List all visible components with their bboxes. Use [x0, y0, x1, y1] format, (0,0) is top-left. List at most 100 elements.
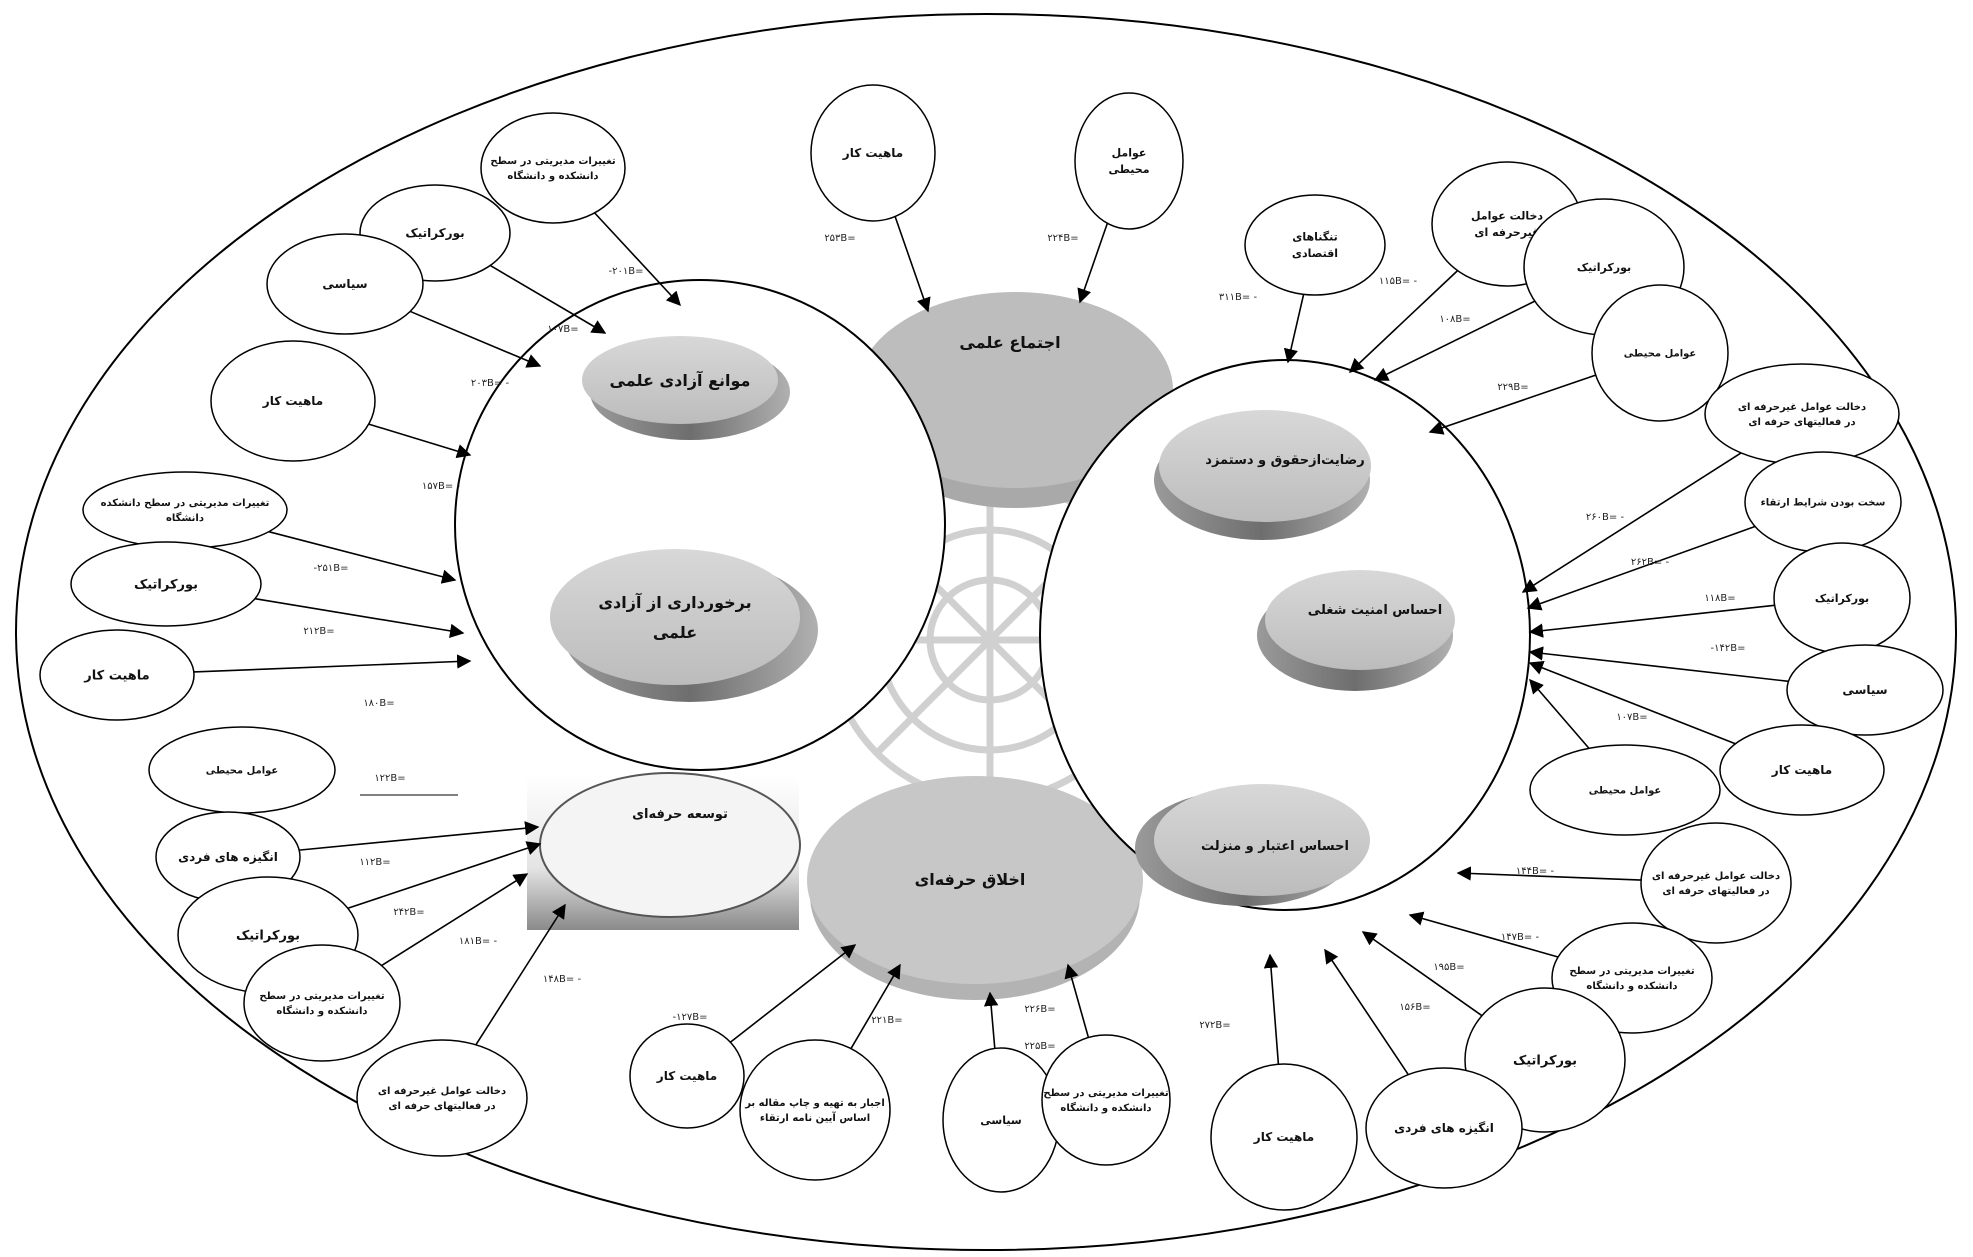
influence-arrow	[983, 991, 999, 1049]
factor-label: عوامل محیطی	[1589, 786, 1661, 797]
factor-oval	[82, 471, 288, 549]
factor-label: سیاسی	[980, 1114, 1021, 1127]
factor-label: بورکراتیک	[1577, 261, 1631, 274]
coefficient-label: ۲۶۰B= -	[1586, 512, 1625, 523]
disk-salary: رضایت‌ازحقوق و دستمزد	[1154, 410, 1371, 540]
influence-arrow	[254, 597, 465, 638]
coefficient-label: ۱۲۲B=	[374, 773, 405, 784]
factor-oval	[210, 340, 376, 462]
influence-arrow	[729, 944, 857, 1043]
hub-label-salary: رضایت‌ازحقوق و دستمزد	[1205, 453, 1364, 468]
influence-arrow	[193, 654, 472, 673]
coefficient-label: ۱۴۸B= -	[543, 974, 582, 985]
factor-label: بورکراتیک	[1815, 592, 1869, 605]
factor-oval	[243, 944, 401, 1062]
hub-label-prestige: احساس اعتبار و منزلت	[1201, 839, 1349, 854]
factor-oval	[1719, 724, 1885, 816]
hub-label-consensus: اجتماع علمی	[959, 333, 1060, 352]
hub-label-development: توسعه حرفه‌ای	[632, 807, 728, 822]
factor-label: بورکراتیک	[236, 929, 300, 944]
coefficient-label: ۱۵۶B=	[1399, 1002, 1430, 1013]
factor-oval	[1640, 822, 1792, 944]
coefficient-label: ۲۱۲B=	[303, 626, 334, 637]
disk-barriers: موانع آزادی علمی	[582, 336, 790, 440]
factor-oval	[629, 1023, 745, 1129]
coefficient-label: ۲۲۶B=	[1024, 1004, 1055, 1015]
coefficient-label: ۱۰۷B=	[1616, 712, 1647, 723]
factor-label: انگیزه های فردی	[178, 850, 278, 864]
coefficient-label: ۱۱۸B=	[1704, 593, 1735, 604]
hub-scientific-consensus: اجتماع علمی	[857, 292, 1173, 508]
influence-arrow	[1283, 294, 1305, 364]
coefficient-label: ۱۹۵B=	[1433, 962, 1464, 973]
hub-label-barriers: موانع آزادی علمی	[610, 370, 751, 390]
coefficient-label: -۱۲۷B=	[673, 1012, 708, 1023]
factor-node: انگیزه های فردی	[1365, 1067, 1523, 1189]
factor-node: عوامل محیطی	[1529, 744, 1721, 836]
influence-arrow	[1528, 661, 1736, 745]
factor-label: ماهیت کار	[83, 669, 149, 684]
factor-label: سخت بودن شرایط ارتقاء	[1761, 498, 1886, 509]
factor-oval	[810, 84, 936, 222]
factor-label: ماهیت کار	[656, 1069, 717, 1083]
influence-arrow	[381, 873, 529, 967]
influence-arrow	[1077, 223, 1109, 304]
influence-arrow	[1348, 270, 1459, 373]
disk-security: احساس امنیت شغلی	[1257, 570, 1455, 691]
influence-arrow	[594, 212, 681, 307]
coefficient-label: ۲۷۲B=	[1199, 1020, 1230, 1031]
factor-oval	[39, 629, 195, 721]
influence-arrow	[299, 821, 540, 851]
coefficient-label: ۱۴۷B= -	[1501, 932, 1540, 943]
factor-oval	[1074, 92, 1184, 230]
factor-label: بورکراتیک	[1513, 1054, 1577, 1069]
coefficient-label: ۱۱۲B=	[359, 857, 390, 868]
factor-node: ماهیت کار	[810, 84, 936, 222]
coefficient-label: -۲۰۱B=	[609, 266, 644, 277]
factor-oval	[480, 112, 626, 224]
outer-boundary	[15, 13, 1957, 1251]
coefficient-label: ۱۰۸B=	[1439, 314, 1470, 325]
influence-arrow	[347, 841, 542, 910]
coefficient-label: ۲۲۹B=	[1497, 382, 1528, 393]
factor-label: انگیزه های فردی	[1394, 1121, 1494, 1135]
influence-arrow	[1324, 948, 1409, 1076]
coefficient-label: ۲۲۴B=	[1047, 233, 1078, 244]
coefficient-label: ۲۵۳B=	[824, 233, 855, 244]
coefficient-label: ۲۲۱B=	[871, 1015, 902, 1026]
influence-arrow	[1528, 646, 1789, 683]
influence-arrow	[409, 310, 542, 368]
factor-oval	[266, 233, 424, 335]
factor-label: بورکراتیک	[134, 578, 198, 593]
influence-arrow	[268, 530, 457, 584]
factor-oval	[70, 541, 262, 627]
influence-arrow	[368, 423, 472, 459]
coefficient-label: -۱۴۲B=	[1711, 643, 1746, 654]
factor-oval	[739, 1039, 891, 1181]
coefficient-label: ۱۱۵B= -	[1379, 276, 1418, 287]
factor-node: سخت بودن شرایط ارتقاء	[1744, 451, 1902, 553]
factor-oval	[1210, 1063, 1358, 1211]
factor-label: ماهیت کار	[842, 146, 903, 160]
coefficient-label: ۱۵۷B= -	[422, 481, 461, 492]
factor-node: سیاسی	[942, 1047, 1060, 1193]
influence-arrow	[1529, 678, 1590, 749]
factor-label: سیاسی	[1842, 683, 1887, 697]
factor-node: ماهیت کار	[1210, 1063, 1358, 1211]
